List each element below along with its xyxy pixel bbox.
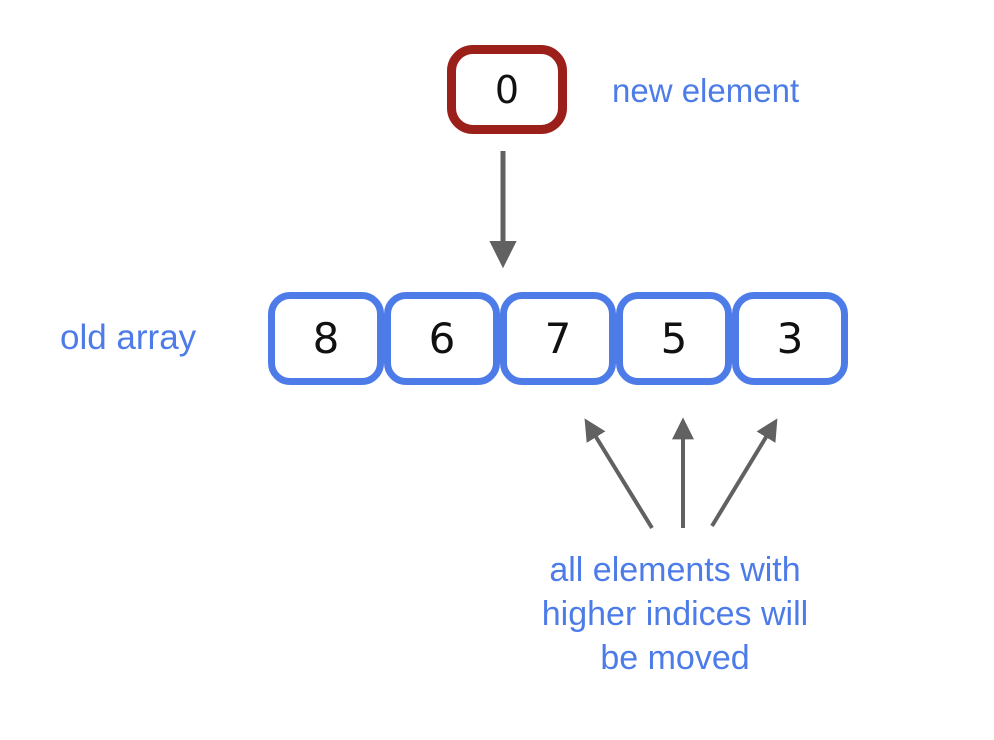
array-cell: 5	[616, 292, 732, 385]
shift-arrow-left	[584, 418, 654, 530]
shift-annotation: all elements with higher indices will be…	[480, 548, 870, 680]
array-cell: 3	[732, 292, 848, 385]
new-element-value: 0	[494, 67, 520, 112]
array-cell-value: 5	[660, 313, 688, 363]
old-array-row: 8 6 7 5 3	[268, 292, 848, 385]
new-element-box: 0	[447, 45, 567, 134]
array-cell-value: 8	[312, 313, 340, 363]
annotation-line: all elements with	[549, 551, 801, 589]
array-cell-value: 3	[776, 313, 804, 363]
annotation-line: higher indices will	[541, 595, 809, 633]
array-cell: 7	[500, 292, 616, 385]
array-cell-value: 6	[428, 313, 456, 363]
array-cell: 6	[384, 292, 500, 385]
shift-arrow-right	[710, 418, 778, 528]
new-element-label: new element	[612, 72, 800, 109]
array-cell-value: 7	[544, 313, 572, 363]
annotation-line: be moved	[600, 639, 750, 677]
array-cell: 8	[268, 292, 384, 385]
old-array-label: old array	[60, 318, 197, 357]
